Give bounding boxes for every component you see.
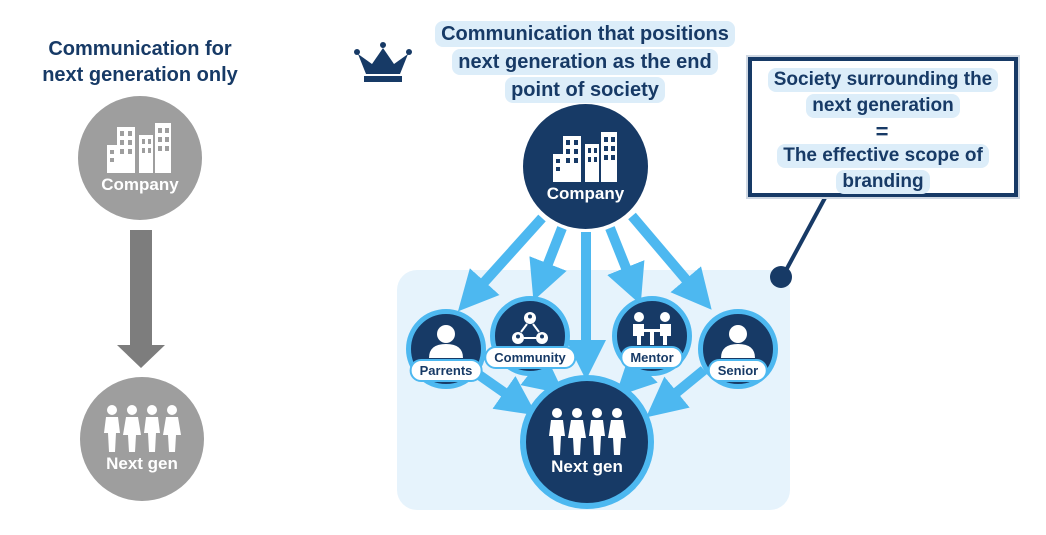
left-title-line2: next generation only bbox=[42, 64, 238, 86]
left-next-gen-label: Next gen bbox=[106, 454, 178, 473]
community-label: Community bbox=[484, 346, 576, 369]
callout-line4: branding bbox=[836, 170, 930, 194]
people-group-icon bbox=[549, 408, 626, 455]
left-title: Communication for next generation only bbox=[20, 36, 260, 88]
person-icon bbox=[721, 325, 755, 358]
left-company-label: Company bbox=[101, 175, 179, 194]
right-next-gen-label: Next gen bbox=[551, 457, 623, 476]
people-group-icon bbox=[104, 405, 181, 452]
mentor-label: Mentor bbox=[620, 346, 684, 369]
callout-line3: The effective scope of bbox=[777, 144, 989, 168]
left-title-line1: Communication for bbox=[48, 38, 232, 60]
arrow-company-to-senior bbox=[628, 212, 712, 310]
arrow-company-to-mentor bbox=[605, 226, 645, 305]
callout-pointer-dot bbox=[770, 266, 792, 288]
right-title-line1: Communication that positions bbox=[435, 21, 735, 47]
callout-line2: next generation bbox=[806, 94, 960, 118]
right-next-gen-node: Next gen bbox=[520, 375, 654, 509]
senior-label: Senior bbox=[707, 359, 769, 382]
mentor-node: Mentor bbox=[612, 296, 692, 376]
buildings-icon bbox=[107, 123, 171, 173]
arrow-company-to-community bbox=[529, 226, 567, 301]
callout-equals: = bbox=[875, 119, 891, 144]
buildings-icon bbox=[552, 131, 617, 182]
senior-node: Senior bbox=[698, 309, 778, 389]
community-icon bbox=[512, 312, 548, 344]
right-company-label: Company bbox=[546, 183, 625, 203]
person-icon bbox=[429, 325, 463, 358]
right-company-node: Company bbox=[523, 104, 648, 229]
left-company-node: Company bbox=[78, 96, 202, 220]
community-node: Community bbox=[484, 296, 576, 376]
arrow-company-to-parents bbox=[457, 214, 546, 312]
right-title-line2: next generation as the end bbox=[452, 49, 718, 75]
crown-icon bbox=[354, 42, 412, 82]
parents-node: Parrents bbox=[406, 309, 486, 389]
scope-callout: Society surrounding the next generation … bbox=[748, 57, 1018, 197]
parents-label: Parrents bbox=[409, 359, 483, 382]
right-title-line3: point of society bbox=[505, 77, 665, 103]
callout-pointer bbox=[782, 195, 828, 275]
left-next-gen-node: Next gen bbox=[80, 377, 204, 501]
callout-line1: Society surrounding the bbox=[767, 68, 999, 92]
mentor-icon bbox=[633, 312, 671, 345]
arrow-senior-to-next-gen bbox=[646, 366, 708, 418]
right-title: Communication that positions next genera… bbox=[410, 20, 760, 104]
